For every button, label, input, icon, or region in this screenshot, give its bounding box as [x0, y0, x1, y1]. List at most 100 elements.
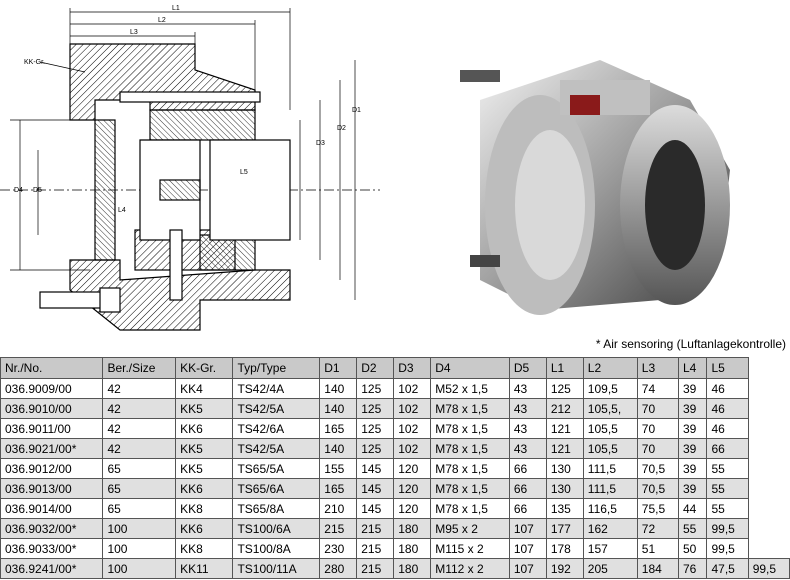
table-cell: 140 — [319, 378, 358, 399]
table-cell: 145 — [356, 498, 395, 519]
table-cell: 109,5 — [582, 378, 638, 399]
table-cell: 43 — [508, 378, 547, 399]
table-cell: 036.9033/00* — [0, 538, 104, 559]
table-cell: 192 — [545, 558, 584, 579]
table-cell: M78 x 1,5 — [430, 398, 510, 419]
table-cell: 036.9010/00 — [0, 398, 104, 419]
table-cell: 125 — [356, 398, 395, 419]
table-cell: 145 — [356, 458, 395, 479]
table-cell: 210 — [319, 498, 358, 519]
table-cell: 177 — [545, 518, 584, 539]
table-cell: TS42/5A — [232, 438, 321, 459]
table-cell: TS65/8A — [232, 498, 321, 519]
table-cell: KK6 — [175, 418, 234, 439]
table-cell: KK8 — [175, 498, 234, 519]
table-cell: KK5 — [175, 458, 234, 479]
table-cell: KK5 — [175, 438, 234, 459]
table-cell: 145 — [356, 478, 395, 499]
table-cell: 72 — [636, 518, 680, 539]
table-cell: 70 — [636, 398, 680, 419]
table-cell: 51 — [636, 538, 680, 559]
dim-label-l1: L1 — [172, 5, 180, 12]
table-cell: 100 — [102, 518, 177, 539]
table-cell: 157 — [582, 538, 638, 559]
table-cell: 036.9014/00 — [0, 498, 104, 519]
table-cell: TS42/5A — [232, 398, 321, 419]
table-cell: 65 — [102, 458, 177, 479]
table-cell: 212 — [545, 398, 584, 419]
table-cell: TS42/4A — [232, 378, 321, 399]
table-cell: 178 — [545, 538, 584, 559]
table-cell: 76 — [677, 558, 708, 579]
column-header: L1 — [545, 357, 584, 379]
table-cell: 111,5 — [582, 478, 638, 499]
table-cell: 55 — [706, 478, 749, 499]
dim-label-kk: KK-Gr. — [24, 59, 45, 66]
table-cell: 70 — [636, 438, 680, 459]
table-cell: 70,5 — [636, 478, 680, 499]
table-cell: 102 — [393, 418, 432, 439]
table-cell: 107 — [508, 538, 547, 559]
table-cell: 121 — [545, 418, 584, 439]
table-cell: 105,5, — [582, 398, 638, 419]
table-cell: M78 x 1,5 — [430, 458, 510, 479]
column-header: D1 — [319, 357, 358, 379]
table-cell: 66 — [508, 498, 547, 519]
table-cell: 74 — [636, 378, 680, 399]
table-cell: 140 — [319, 438, 358, 459]
dim-label-d1: D1 — [352, 107, 361, 114]
table-cell: M115 x 2 — [430, 538, 510, 559]
column-header: KK-Gr. — [175, 357, 234, 379]
table-cell: 125 — [545, 378, 584, 399]
table-cell: 116,5 — [582, 498, 638, 519]
table-cell: TS65/6A — [232, 478, 321, 499]
table-cell: 42 — [102, 378, 177, 399]
table-cell: 39 — [677, 378, 708, 399]
table-cell: M52 x 1,5 — [430, 378, 510, 399]
dim-label-d5: D5 — [33, 187, 42, 194]
table-cell: 140 — [319, 398, 358, 419]
table-cell: 036.9011/00 — [0, 418, 104, 439]
table-cell: 99,5 — [706, 518, 749, 539]
table-cell: 39 — [677, 398, 708, 419]
table-cell: 75,5 — [636, 498, 680, 519]
table-cell: 215 — [356, 558, 395, 579]
table-cell: 50 — [677, 538, 708, 559]
table-cell: 155 — [319, 458, 358, 479]
table-cell: KK4 — [175, 378, 234, 399]
table-cell: 43 — [508, 418, 547, 439]
footnote: * Air sensoring (Luftanlagekontrolle) — [595, 337, 786, 351]
table-cell: 120 — [393, 478, 432, 499]
table-cell: 105,5 — [582, 418, 638, 439]
table-cell: M78 x 1,5 — [430, 478, 510, 499]
table-cell: 105,5 — [582, 438, 638, 459]
table-cell: 42 — [102, 418, 177, 439]
table-cell: 180 — [393, 538, 432, 559]
table-cell: 55 — [706, 498, 749, 519]
table-cell: 215 — [319, 518, 358, 539]
table-cell: 111,5 — [582, 458, 638, 479]
table-cell: 215 — [356, 538, 395, 559]
table-cell: 165 — [319, 418, 358, 439]
table-cell: M78 x 1,5 — [430, 498, 510, 519]
column-header: L3 — [636, 357, 680, 379]
table-cell: 66 — [508, 458, 547, 479]
table-cell: 47,5 — [706, 558, 749, 579]
table-cell: 036.9241/00* — [0, 558, 104, 579]
dim-label-l3: L3 — [130, 29, 138, 36]
table-cell: 215 — [356, 518, 395, 539]
table-cell: 66 — [508, 478, 547, 499]
table-cell: TS65/5A — [232, 458, 321, 479]
table-cell: KK8 — [175, 538, 234, 559]
table-cell: 102 — [393, 438, 432, 459]
table-cell: 125 — [356, 418, 395, 439]
table-cell: 230 — [319, 538, 358, 559]
table-cell: TS100/6A — [232, 518, 321, 539]
